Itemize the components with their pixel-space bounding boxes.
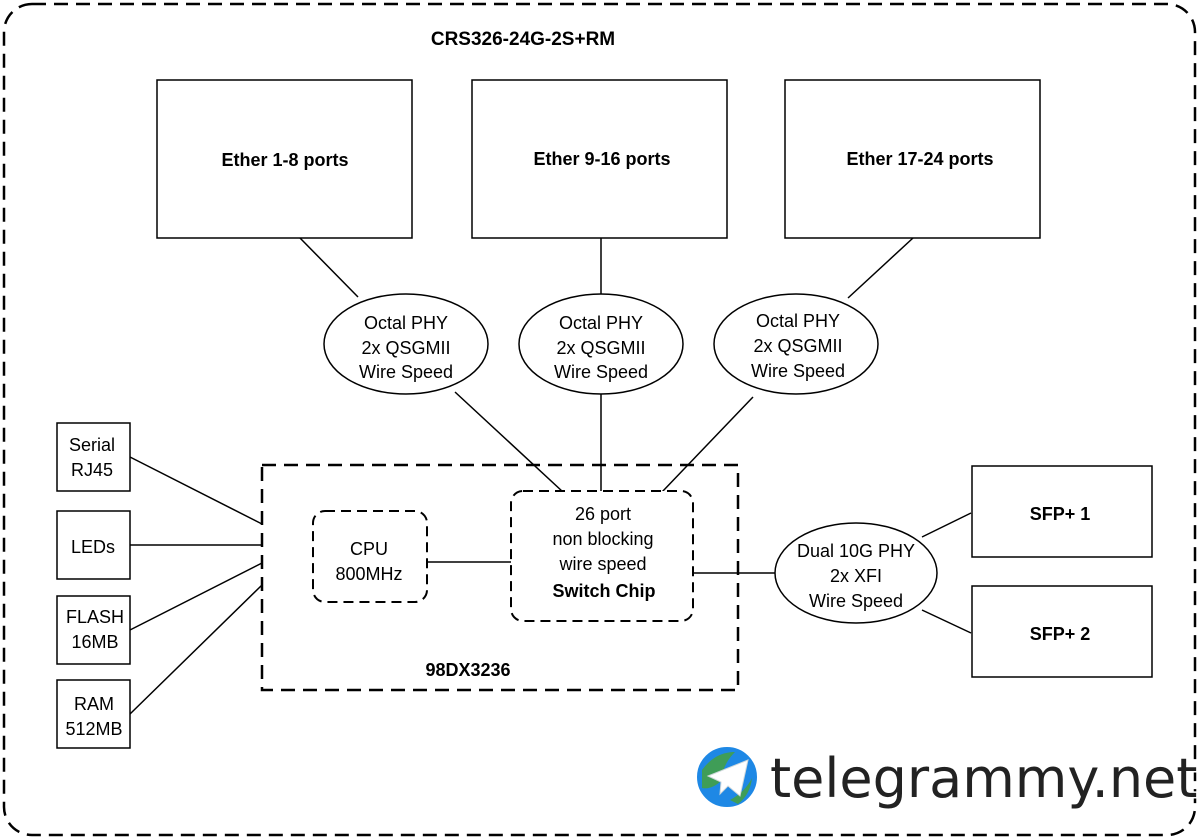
sfp-phy-line: Dual 10G PHY [797, 541, 915, 561]
peripheral-line: 512MB [65, 719, 122, 739]
switch-chip-title: Switch Chip [553, 581, 656, 601]
phy-line: Wire Speed [359, 362, 453, 382]
link-phy1-switch [454, 391, 564, 493]
watermark: telegrammy.net [695, 745, 1199, 812]
peripheral-box [56, 679, 131, 749]
sfp-box [971, 465, 1153, 558]
soc: 98DX3236 CPU 800MHz 26 port non blocking… [260, 463, 740, 692]
phy-2: Octal PHY 2x QSGMII Wire Speed [518, 293, 684, 395]
phy-1: Octal PHY 2x QSGMII Wire Speed [323, 293, 489, 395]
peripheral-leds: LEDs [56, 510, 131, 580]
phy-line: Octal PHY [756, 311, 840, 331]
switch-chip-line: non blocking [552, 529, 653, 549]
cpu-block: CPU 800MHz [312, 510, 428, 603]
soc-label: 98DX3236 [425, 660, 510, 680]
phy-ellipse [323, 293, 489, 395]
phy-line: 2x QSGMII [753, 336, 842, 356]
ether-label: Ether 17-24 ports [846, 149, 993, 169]
peripheral-line: RJ45 [71, 460, 113, 480]
ether-group-2: Ether 9-16 ports [471, 79, 728, 239]
switch-chip-line: wire speed [558, 554, 646, 574]
peripheral-box [56, 422, 131, 492]
peripheral-line: LEDs [71, 537, 115, 557]
peripheral-flash: FLASH 16MB [56, 595, 131, 665]
phy-ellipse [713, 293, 879, 395]
link-ether3-phy3 [847, 237, 914, 299]
peripheral-serial: Serial RJ45 [56, 422, 131, 492]
phy-line: Octal PHY [364, 313, 448, 333]
link-flash-soc [129, 562, 263, 631]
link-ether1-phy1 [299, 237, 359, 298]
sfp-phy: Dual 10G PHY 2x XFI Wire Speed [774, 522, 938, 624]
sfp-label: SFP+ 2 [1030, 624, 1091, 644]
ether-group-1: Ether 1-8 ports [156, 79, 413, 239]
peripheral-box [56, 510, 131, 580]
sfp-label: SFP+ 1 [1030, 504, 1091, 524]
sfp-box [971, 585, 1153, 678]
ether-label: Ether 9-16 ports [533, 149, 670, 169]
peripheral-ram: RAM 512MB [56, 679, 131, 749]
peripheral-box [56, 595, 131, 665]
ether-box [471, 79, 728, 239]
phy-line: Wire Speed [554, 362, 648, 382]
peripheral-line: FLASH [66, 607, 124, 627]
cpu-outline [312, 510, 428, 603]
phy-line: Wire Speed [751, 361, 845, 381]
link-sfpphy-sfp2 [921, 609, 972, 634]
peripheral-line: 16MB [71, 632, 118, 652]
ether-box [156, 79, 413, 239]
peripheral-line: Serial [69, 435, 115, 455]
sfp-phy-ellipse [774, 522, 938, 624]
watermark-text: telegrammy.net [770, 747, 1197, 810]
phy-3: Octal PHY 2x QSGMII Wire Speed [713, 293, 879, 395]
cpu-line: 800MHz [335, 564, 402, 584]
switch-chip-block: 26 port non blocking wire speed Switch C… [510, 490, 694, 622]
phy-line: 2x QSGMII [361, 338, 450, 358]
cpu-line: CPU [350, 539, 388, 559]
link-ram-soc [129, 584, 263, 715]
sfp-port-2: SFP+ 2 [971, 585, 1153, 678]
telegram-logo-icon [695, 745, 759, 809]
ether-group-3: Ether 17-24 ports [784, 79, 1041, 239]
phy-line: Octal PHY [559, 313, 643, 333]
peripheral-line: RAM [74, 694, 114, 714]
link-phy3-switch [661, 396, 754, 493]
link-serial-soc [129, 456, 263, 525]
device-title: CRS326-24G-2S+RM [431, 29, 615, 50]
link-sfpphy-sfp1 [921, 512, 972, 538]
sfp-phy-line: Wire Speed [809, 591, 903, 611]
phy-line: 2x QSGMII [556, 338, 645, 358]
connector-lines [129, 237, 972, 715]
sfp-phy-line: 2x XFI [830, 566, 882, 586]
soc-outline [260, 463, 740, 692]
switch-chip-outline [510, 490, 694, 622]
switch-chip-line: 26 port [575, 504, 631, 524]
ether-label: Ether 1-8 ports [221, 150, 348, 170]
ether-box [784, 79, 1041, 239]
phy-ellipse [518, 293, 684, 395]
sfp-port-1: SFP+ 1 [971, 465, 1153, 558]
